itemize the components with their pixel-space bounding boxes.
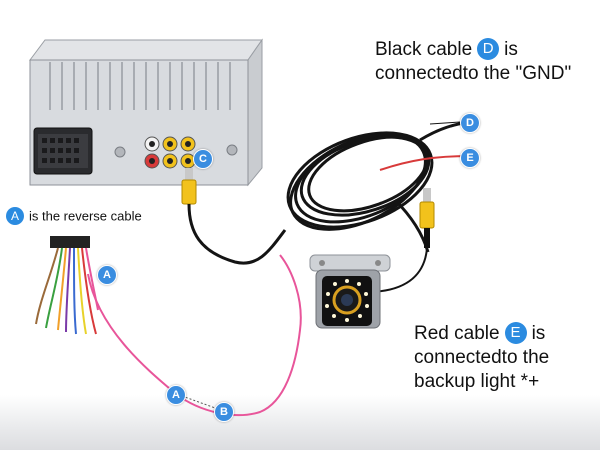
black-cable-is: is (504, 39, 518, 61)
heatsink-fins (49, 62, 231, 110)
rca-jacks (144, 136, 196, 169)
head-unit (29, 38, 263, 187)
floor-shadow (0, 395, 600, 450)
backup-camera (309, 254, 391, 329)
iso-socket (33, 127, 93, 175)
badge-d: D (477, 38, 500, 60)
red-cable-is: is (531, 323, 546, 345)
callout-a-wire: A (166, 385, 186, 405)
red-cable-caption-line3: backup light *+ (414, 371, 540, 393)
rca-plug-camera (419, 188, 435, 248)
badge-e: E (504, 322, 527, 344)
callout-c: C (193, 149, 213, 169)
black-cable-coil (187, 120, 471, 265)
leader-d (429, 121, 461, 125)
black-cable-caption-line2: connectedto the "GND" (375, 63, 572, 85)
callout-d-cable: D (460, 113, 480, 133)
callout-a-harness: A (97, 265, 117, 285)
red-cable-label: Red cable (414, 323, 500, 345)
black-cable-label: Black cable (375, 39, 473, 61)
red-cable-caption-line2: connectedto the (414, 347, 550, 369)
callout-b-wire: B (214, 402, 234, 422)
red-wire-e (379, 155, 471, 171)
wire-harness (35, 236, 99, 335)
badge-a-note: A (6, 207, 24, 225)
callout-e-cable: E (460, 148, 480, 168)
camera-lead (371, 247, 428, 293)
reverse-cable-text: is the reverse cable (29, 208, 142, 224)
pink-reverse-wire (87, 254, 302, 417)
